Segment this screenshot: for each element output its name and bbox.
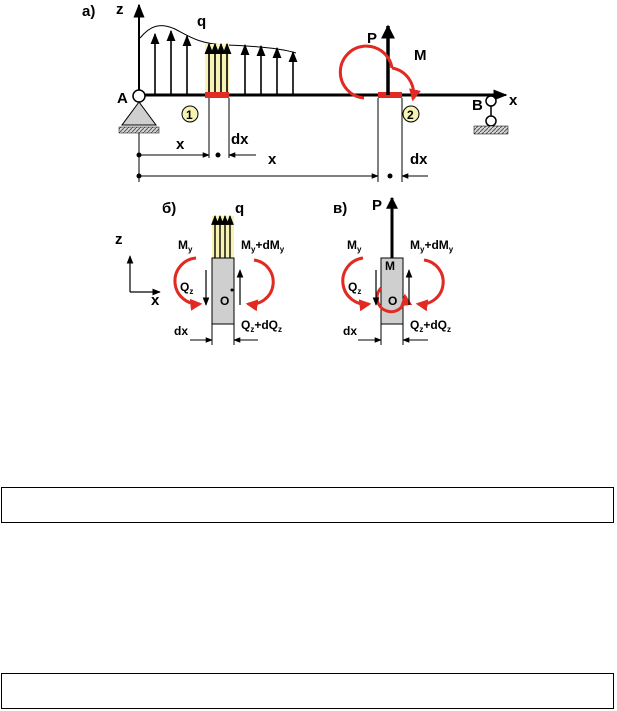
element-v-left-moment <box>341 256 372 312</box>
panel-label-v: в) <box>333 200 347 217</box>
moment-m-label: M <box>414 47 427 64</box>
element-v-mydmy-label: My+dMy <box>410 238 454 254</box>
element-b-dx-dimension <box>190 324 258 345</box>
element-v-center-moment <box>375 286 413 314</box>
moment-m-arc <box>338 44 413 99</box>
distributed-load-curve <box>139 25 297 54</box>
dim-dot-2 <box>136 173 142 179</box>
z-axis-label: z <box>116 1 124 18</box>
dim-dot-1 <box>136 152 142 158</box>
small-x-label: x <box>151 292 160 309</box>
distributed-load-label: q <box>197 13 206 30</box>
small-z-label: z <box>115 231 123 248</box>
element-b-dx-label: dx <box>174 324 188 338</box>
dim-dot-4 <box>387 173 393 179</box>
element-v-m-label: M <box>385 259 395 273</box>
element-b-qzdqz-label: Qz+dQz <box>241 318 282 334</box>
dim-dx-label-2: dx <box>410 151 428 168</box>
element-v-p-label: P <box>372 197 382 214</box>
element-1-marker <box>205 92 229 98</box>
element-b-mydmy-label: My+dMy <box>241 238 285 254</box>
dim-x-label-2: x <box>268 151 277 168</box>
marker-1 <box>181 105 199 123</box>
element-v-right-moment <box>415 258 445 312</box>
element-b-right-moment <box>245 258 275 312</box>
support-b <box>473 95 509 135</box>
element-b-left-moment <box>173 256 203 311</box>
panel-label-a: а) <box>82 3 95 20</box>
marker-1-label: 1 <box>186 108 193 122</box>
panel-label-b: б) <box>162 200 176 217</box>
support-b-label: B <box>472 97 483 114</box>
element-b-q-label: q <box>235 200 244 217</box>
empty-box-1 <box>1 487 614 523</box>
empty-box-2 <box>1 673 614 709</box>
element-2-marker <box>378 92 402 98</box>
element-b-load-area <box>212 216 234 258</box>
element-b-o-label: O <box>220 294 229 308</box>
element-b-load-arrows <box>211 215 234 258</box>
element-b-body <box>211 257 235 325</box>
element-v-o-label: O <box>388 294 397 308</box>
x-axis-label: x <box>509 92 518 109</box>
beam-diagram: а) z x q A B 1 <box>82 1 518 345</box>
element-v-dx-label: dx <box>343 324 357 338</box>
marker-2-label: 2 <box>407 108 414 122</box>
element-b-qz-label: Qz <box>180 280 193 296</box>
element-b-center <box>230 288 234 292</box>
element-v-my-label: My <box>347 238 362 254</box>
dim-dx-label-1: dx <box>231 131 249 148</box>
element-v-dx-dimension <box>358 324 428 345</box>
force-p-label: P <box>367 30 377 47</box>
element-v-qz-label: Qz <box>348 280 361 296</box>
distributed-load-arrows <box>150 29 298 95</box>
support-a-label: A <box>117 90 128 107</box>
element-b-my-label: My <box>178 238 193 254</box>
element-v-qzdqz-label: Qz+dQz <box>410 318 451 334</box>
dim-dot-3 <box>215 152 221 158</box>
dim-x-label-1: x <box>176 136 185 153</box>
